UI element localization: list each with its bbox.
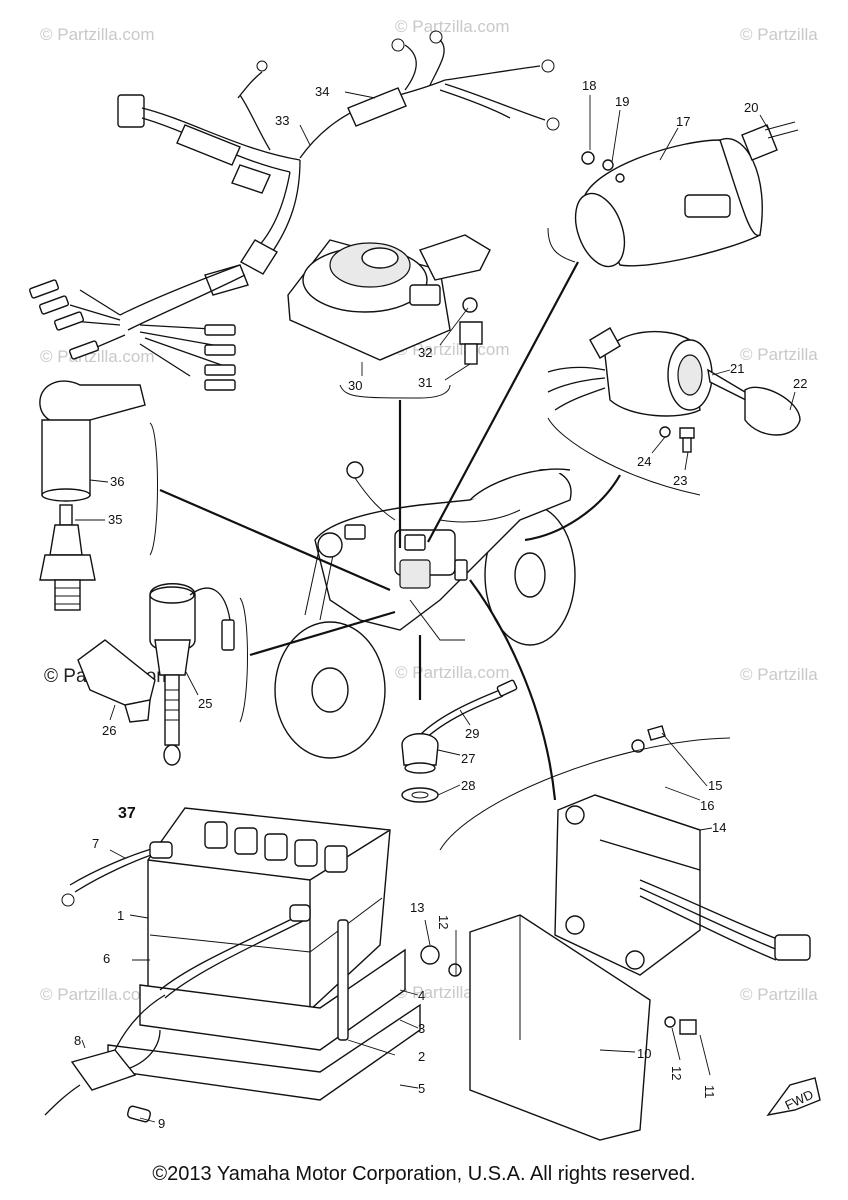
- callout-3: 3: [418, 1021, 425, 1036]
- callout-12a: 12: [436, 915, 451, 929]
- callout-33: 33: [275, 113, 289, 128]
- callout-35: 35: [108, 512, 122, 527]
- wire-harness: [28, 30, 560, 391]
- watermark: © Partzilla.com: [40, 25, 155, 44]
- fuse-holder: [44, 1029, 161, 1123]
- callout-13: 13: [410, 900, 424, 915]
- leader-lines: [75, 91, 796, 1123]
- callout-18: 18: [582, 78, 596, 93]
- callout-12b: 12: [669, 1066, 684, 1080]
- callout-23: 23: [673, 473, 687, 488]
- battery: [61, 807, 421, 1101]
- watermark: © Partzilla: [740, 345, 818, 364]
- starter-motor: [574, 121, 799, 268]
- connector-lines: [159, 261, 621, 801]
- callout-7: 7: [92, 836, 99, 851]
- callout-20: 20: [744, 100, 758, 115]
- callout-26: 26: [102, 723, 116, 738]
- callout-17: 17: [676, 114, 690, 129]
- ignition-coil: [77, 583, 235, 766]
- callouts: 1 2 3 4 5 6 7 8 9 10 11 12 12 13 14 15 1…: [74, 78, 807, 1131]
- callout-2: 2: [418, 1049, 425, 1064]
- callout-21: 21: [730, 361, 744, 376]
- callout-37: 37: [118, 805, 136, 822]
- callout-11: 11: [702, 1085, 717, 1099]
- copyright-notice: ©2013 Yamaha Motor Corporation, U.S.A. A…: [152, 1163, 696, 1185]
- callout-9: 9: [158, 1116, 165, 1131]
- rectifier: [420, 725, 811, 1141]
- callout-31: 31: [418, 375, 432, 390]
- callout-28: 28: [461, 778, 475, 793]
- spark-plug: [39, 380, 146, 611]
- callout-29: 29: [465, 726, 479, 741]
- callout-25: 25: [198, 696, 212, 711]
- callout-8: 8: [74, 1033, 81, 1048]
- callout-24: 24: [637, 454, 651, 469]
- callout-34: 34: [315, 84, 329, 99]
- neutral-switch: [401, 679, 518, 803]
- callout-36: 36: [110, 474, 124, 489]
- callout-10: 10: [637, 1046, 651, 1061]
- callout-4: 4: [418, 988, 425, 1003]
- main-switch: [547, 327, 801, 453]
- watermark: © Partzilla.com: [395, 663, 510, 682]
- callout-15: 15: [708, 778, 722, 793]
- group-outlines: [149, 227, 731, 851]
- horn: [287, 234, 491, 365]
- watermark: © Partzilla: [740, 25, 818, 44]
- callout-5: 5: [418, 1081, 425, 1096]
- callout-30: 30: [348, 378, 362, 393]
- watermark: © Partzilla.com: [40, 347, 155, 366]
- watermark: © Partzilla.com: [395, 17, 510, 36]
- callout-14: 14: [712, 820, 726, 835]
- callout-16: 16: [700, 798, 714, 813]
- forward-arrow: FWD: [766, 1077, 821, 1117]
- callout-32: 32: [418, 345, 432, 360]
- callout-22: 22: [793, 376, 807, 391]
- watermark: © Partzilla: [740, 985, 818, 1004]
- callout-1: 1: [117, 908, 124, 923]
- callout-27: 27: [461, 751, 475, 766]
- callout-19: 19: [615, 94, 629, 109]
- callout-6: 6: [103, 951, 110, 966]
- watermark: © Partzilla.com: [40, 985, 155, 1004]
- motorcycle: [274, 461, 576, 759]
- watermark: © Partzilla: [740, 665, 818, 684]
- watermark: © Partzilla.com: [395, 340, 510, 359]
